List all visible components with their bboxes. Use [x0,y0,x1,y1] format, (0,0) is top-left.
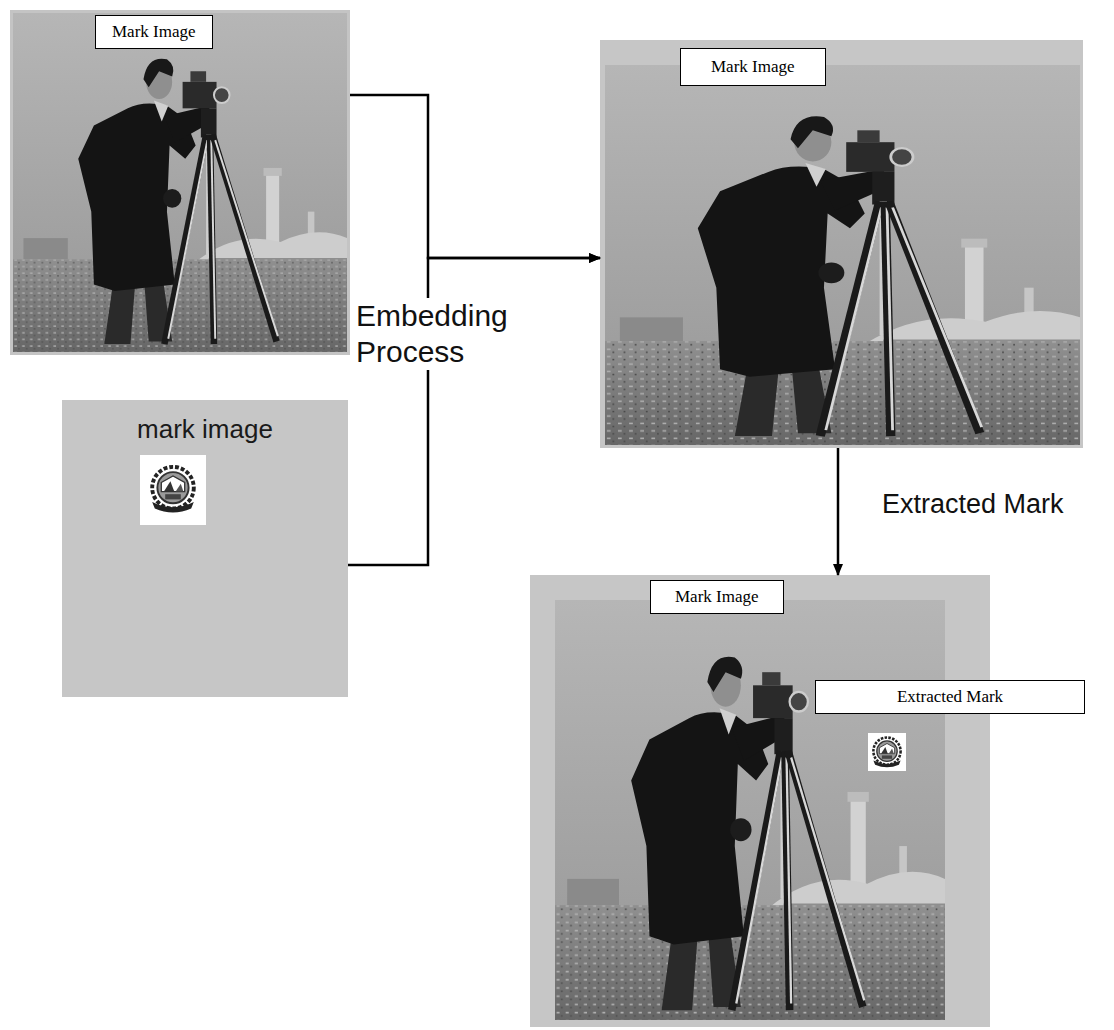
mark-panel-picture [62,400,348,697]
image-label: Mark Image [680,48,826,86]
panel-title: mark image [62,414,348,445]
connector-arrow [350,95,600,258]
image-label: Mark Image [95,15,213,49]
edge-label: Embedding Process [356,298,526,370]
box-text: Extracted Mark [828,687,1072,707]
image-panel: Mark ImageExtracted Mark [530,575,990,1027]
image-panel: Mark Image [600,40,1083,448]
image-panel: Mark Image [10,10,350,355]
extracted-picture [530,575,990,1027]
image-label: Mark Image [650,580,784,614]
connector-arrow [837,448,840,575]
watermarked-picture [600,40,1083,448]
edge-label: Extracted Mark [882,488,1064,520]
mark-panel: mark image [62,400,348,697]
label-box: Extracted Mark [815,680,1085,714]
cameraman-picture [10,10,350,355]
connector-arrow [348,258,600,565]
